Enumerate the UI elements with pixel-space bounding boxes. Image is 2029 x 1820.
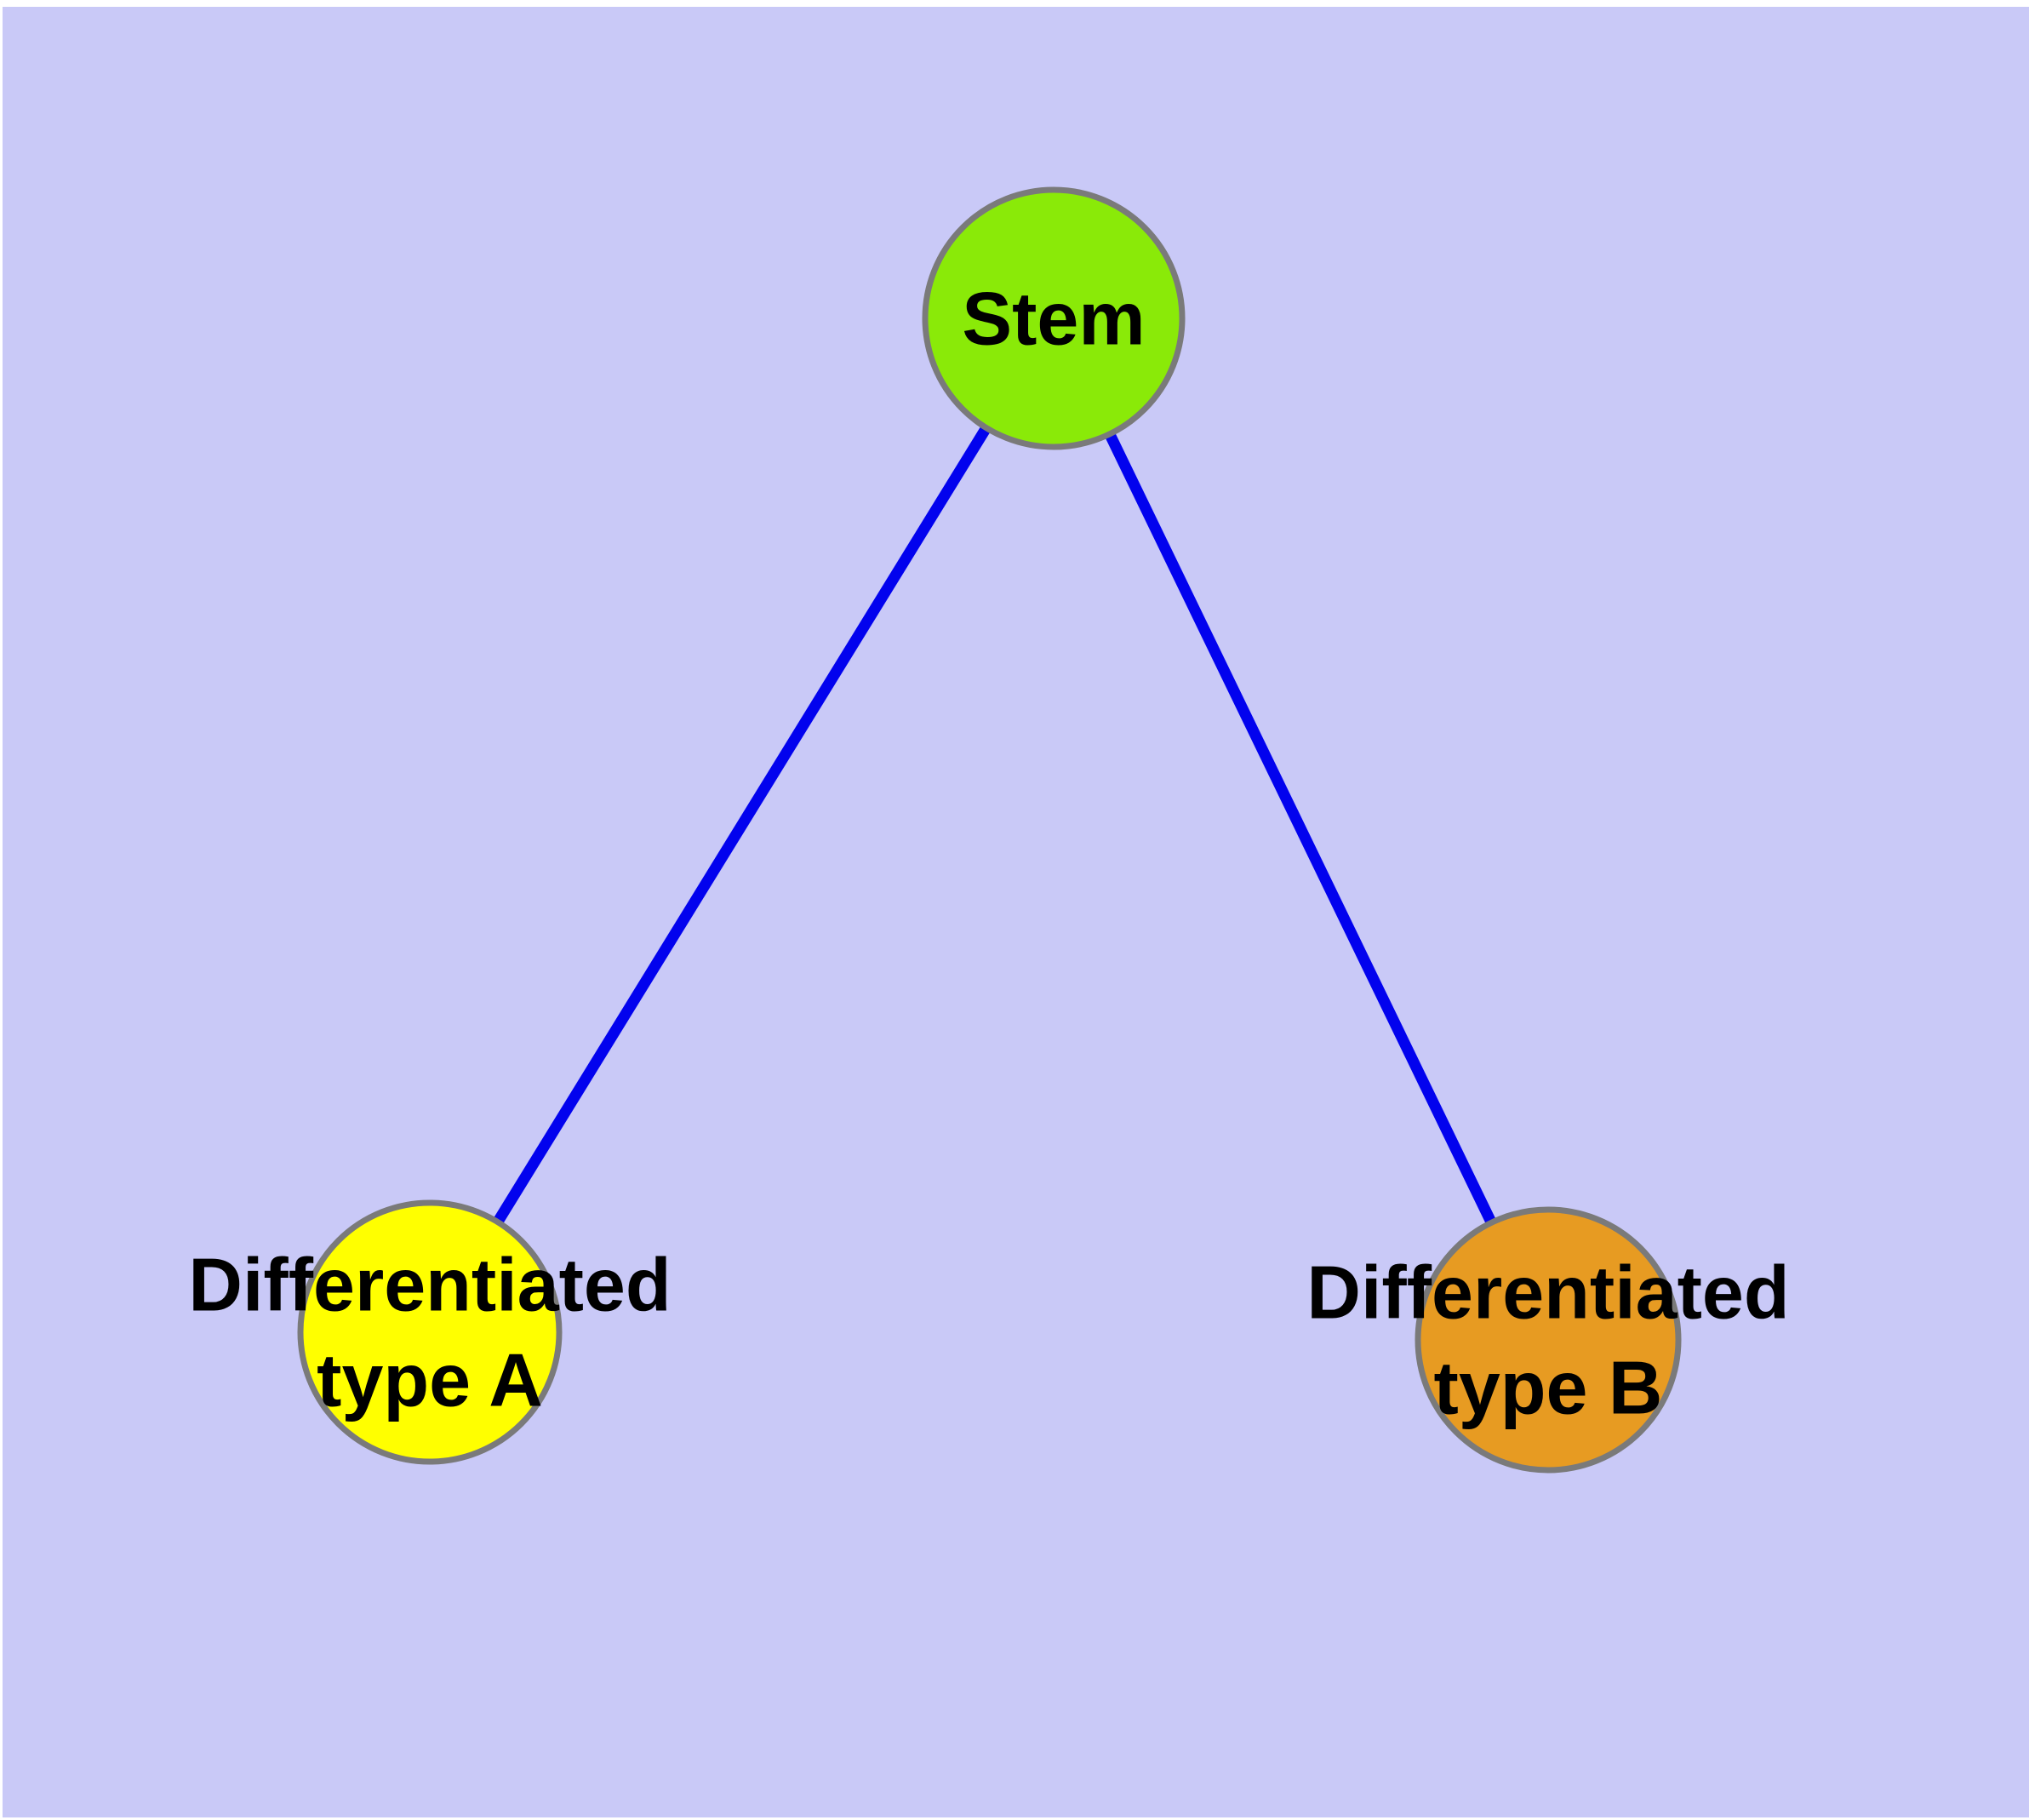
edge-stem-to-differentiated-type-b <box>1049 316 1553 1342</box>
node-differentiated-type-a-circle <box>297 1199 563 1465</box>
edges-layer <box>425 315 1553 1342</box>
node-stem: Stem <box>922 186 1186 450</box>
edge-stem-to-differentiated-type-a <box>425 315 1059 1336</box>
node-stem-label: Stem <box>962 277 1145 361</box>
node-stem-circle <box>922 186 1186 450</box>
node-differentiated-type-b-circle <box>1415 1206 1682 1474</box>
